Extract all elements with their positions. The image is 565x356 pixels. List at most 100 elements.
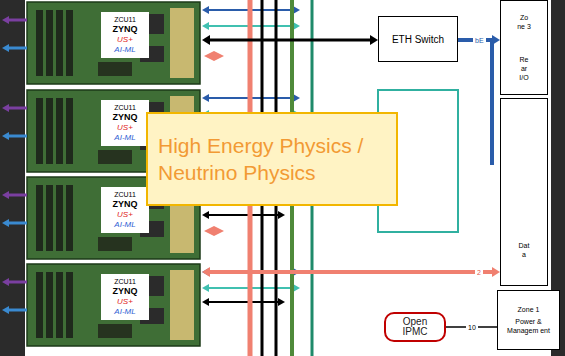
- arrow-head: [202, 35, 210, 45]
- arrow-head: [2, 278, 9, 286]
- io-arrow: [8, 19, 27, 22]
- node-text: ETH Switch: [392, 33, 444, 46]
- node-text: Zone 1: [518, 305, 540, 314]
- connector-strip: [170, 270, 194, 340]
- ic-chip: [98, 62, 132, 76]
- fpga-board: ZCU11ZYNQUS+AI-ML: [25, 262, 202, 348]
- node-text: ZCU11: [102, 277, 148, 286]
- memory-chip: [46, 10, 53, 76]
- node-text: Dat a: [517, 241, 531, 259]
- memory-chip: [46, 185, 53, 251]
- zone-box: Zone 1 Power & Managem ent: [497, 290, 560, 350]
- pcb-board: [27, 264, 200, 346]
- io-arrow: [8, 194, 27, 197]
- io-arrow: [8, 135, 27, 138]
- memory-chip: [56, 10, 63, 76]
- chip-label: ZCU11ZYNQUS+AI-ML: [101, 100, 149, 146]
- memory-chip: [66, 98, 73, 164]
- node-text: AI-ML: [102, 220, 148, 230]
- memory-chip: [56, 185, 63, 251]
- arrow-head: [202, 267, 210, 277]
- node-text: Power & Managem ent: [507, 317, 551, 335]
- switch-box: ETH Switch: [378, 16, 458, 62]
- arrow-head: [2, 191, 9, 199]
- connector-strip: [170, 8, 194, 78]
- edge-label: bE: [473, 36, 486, 45]
- arrow-head: [293, 284, 300, 292]
- arrow-head: [2, 104, 9, 112]
- arrow-head: [293, 6, 300, 14]
- chip-label: ZCU11ZYNQUS+AI-ML: [101, 187, 149, 233]
- arrow-head: [202, 298, 209, 306]
- node-text: ZYNQ: [102, 199, 148, 210]
- memory-chip: [66, 272, 73, 338]
- arrow-head: [492, 35, 500, 45]
- node-text: ZYNQ: [102, 112, 148, 123]
- arrow-head: [293, 94, 300, 102]
- arrow-head: [2, 16, 9, 24]
- node-text: Zo ne 3: [517, 13, 531, 31]
- arrow-head: [278, 298, 285, 306]
- memory-chip: [36, 272, 43, 338]
- signal-line: [207, 301, 280, 303]
- io-arrow: [8, 107, 27, 110]
- connector-line: [208, 39, 372, 42]
- overlay-banner: High Energy Physics / Neutrino Physics: [146, 112, 398, 206]
- node-text: Re ar I/O: [517, 55, 531, 82]
- node-text: ZCU11: [102, 103, 148, 112]
- arrow-head: [202, 22, 209, 30]
- node-text: ZCU11: [102, 15, 148, 24]
- node-text: Open IPMC: [398, 317, 432, 337]
- left-dark-strip: [0, 0, 25, 356]
- io-arrow: [8, 222, 27, 225]
- arrow-head: [293, 22, 300, 30]
- arrow-head: [202, 284, 209, 292]
- memory-chip: [66, 185, 73, 251]
- memory-chip: [36, 185, 43, 251]
- node-text: ZYNQ: [102, 24, 148, 35]
- connector: [208, 40, 372, 41]
- connector-line: [208, 270, 494, 274]
- connector: [208, 272, 494, 273]
- memory-chip: [46, 98, 53, 164]
- arrow-head: [278, 211, 285, 219]
- arrow-head: [202, 94, 209, 102]
- memory-chip: [36, 98, 43, 164]
- arrow-head: [2, 132, 9, 140]
- node-text: AI-ML: [102, 133, 148, 143]
- logo-box: Open IPMC: [384, 312, 446, 342]
- arrow-head: [2, 306, 9, 314]
- memory-chip: [36, 10, 43, 76]
- node-text: AI-ML: [102, 45, 148, 55]
- ic-chip: [98, 237, 132, 251]
- node-text: ZCU11: [102, 190, 148, 199]
- memory-chip: [56, 272, 63, 338]
- pcb-board: [27, 2, 200, 84]
- memory-chip: [66, 10, 73, 76]
- ic-chip: [98, 150, 132, 164]
- arrow-head: [2, 219, 9, 227]
- edge-label: 2: [475, 268, 483, 277]
- node-text: High Energy Physics / Neutrino Physics: [158, 132, 386, 186]
- blue-link: [490, 40, 494, 165]
- io-arrow: [8, 47, 27, 50]
- salmon-marker: [204, 226, 224, 236]
- ic-chip: [98, 324, 132, 338]
- zone-box: Dat a: [500, 98, 548, 286]
- node-text: US+: [102, 35, 148, 45]
- io-arrow: [8, 281, 27, 284]
- arrow-head: [492, 267, 500, 277]
- memory-chip: [46, 272, 53, 338]
- fpga-board: ZCU11ZYNQUS+AI-ML: [25, 0, 202, 86]
- signal-line: [207, 214, 280, 216]
- zone-box: Zo ne 3 Re ar I/O: [500, 0, 548, 95]
- arrow-head: [202, 6, 209, 14]
- chip-label: ZCU11ZYNQUS+AI-ML: [101, 274, 149, 320]
- memory-chip: [56, 98, 63, 164]
- arrow-head: [202, 268, 209, 276]
- salmon-marker: [204, 51, 224, 61]
- edge-label: 10: [466, 323, 478, 332]
- node-text: US+: [102, 297, 148, 307]
- io-arrow: [8, 309, 27, 312]
